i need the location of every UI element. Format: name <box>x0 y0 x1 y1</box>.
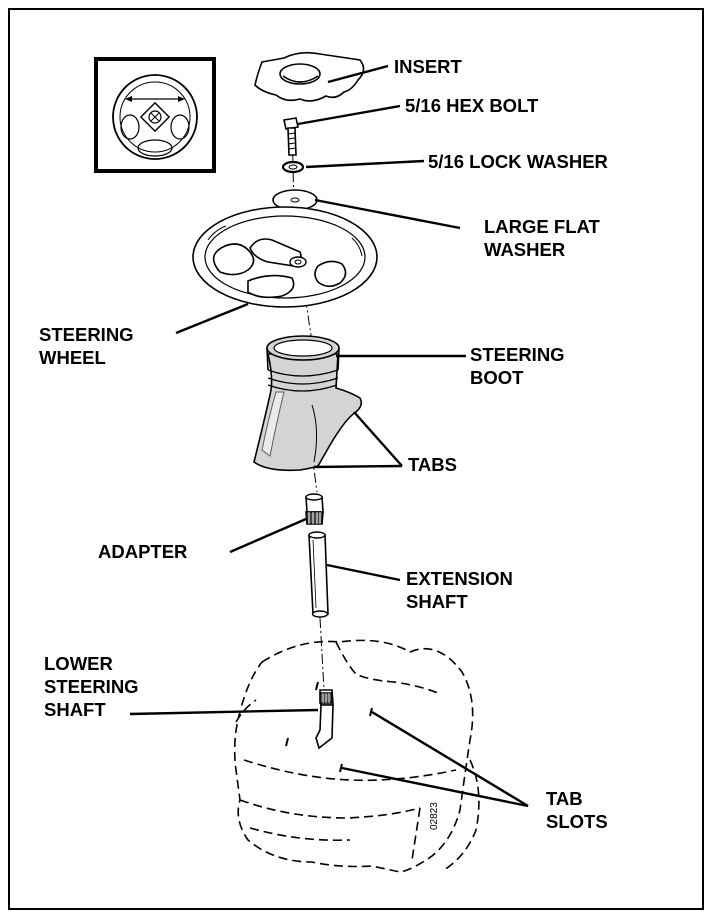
leader-steering-wheel <box>175 302 249 335</box>
label-insert: INSERT <box>394 56 463 77</box>
callout-labels: INSERT 5/16 HEX BOLT 5/16 LOCK WASHER LA… <box>39 56 608 832</box>
label-hex-bolt: 5/16 HEX BOLT <box>405 95 539 116</box>
label-extension-shaft-line2: SHAFT <box>406 591 468 612</box>
label-steering-wheel-line2: WHEEL <box>39 347 106 368</box>
adapter-part <box>305 493 324 525</box>
label-tab-slots-line2: SLOTS <box>546 811 608 832</box>
leader-adapter <box>229 517 307 554</box>
figure-id-code: 02823 <box>429 802 440 830</box>
leader-insert <box>327 64 389 84</box>
hex-bolt-part <box>283 117 299 156</box>
label-adapter: ADAPTER <box>98 541 187 562</box>
label-flat-washer-line2: WASHER <box>484 239 565 260</box>
label-extension-shaft-line1: EXTENSION <box>406 568 513 589</box>
leader-extension-shaft <box>326 563 401 582</box>
leader-tab-slots-lower <box>341 766 529 808</box>
leader-lock-washer <box>305 159 425 169</box>
tab-slot-marks <box>285 681 373 773</box>
lower-steering-shaft-part <box>315 689 334 750</box>
leader-lower-shaft <box>129 708 319 716</box>
leader-tab-slots-upper <box>371 710 529 808</box>
leader-tabs-upper <box>353 411 403 467</box>
label-steering-boot-line1: STEERING <box>470 344 565 365</box>
label-lower-shaft-line3: SHAFT <box>44 699 106 720</box>
label-lower-shaft-line1: LOWER <box>44 653 113 674</box>
label-steering-boot-line2: BOOT <box>470 367 524 388</box>
label-lower-shaft-line2: STEERING <box>44 676 139 697</box>
label-flat-washer-line1: LARGE FLAT <box>484 216 600 237</box>
leader-hex-bolt <box>297 104 401 126</box>
label-steering-wheel-line1: STEERING <box>39 324 134 345</box>
steering-wheel-part <box>192 206 378 308</box>
vehicle-body-outline <box>233 639 480 873</box>
leader-tabs-lower <box>313 464 403 469</box>
extension-shaft-part <box>308 531 329 618</box>
label-tabs: TABS <box>408 454 457 475</box>
figure-border <box>8 8 704 910</box>
insert-part <box>254 51 365 102</box>
lock-washer-part <box>281 160 305 174</box>
leader-lines <box>129 64 529 808</box>
label-tab-slots-line1: TAB <box>546 788 583 809</box>
steering-boot-part <box>253 335 363 472</box>
leader-flat-washer <box>314 198 461 230</box>
label-lock-washer: 5/16 LOCK WASHER <box>428 151 608 172</box>
steering-wheel-inset <box>94 57 216 173</box>
